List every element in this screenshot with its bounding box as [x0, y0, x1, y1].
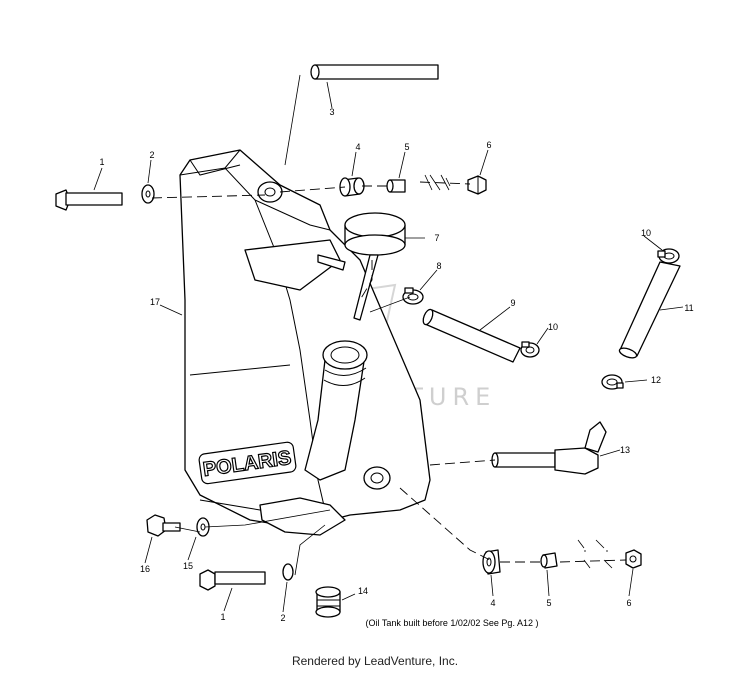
hose-3: [310, 64, 439, 80]
nut-6-bottom: [625, 549, 642, 569]
footnote: (Oil Tank built before 1/02/02 See Pg. A…: [366, 618, 539, 628]
fitting-13: [491, 421, 607, 475]
callout-4: 4: [355, 142, 360, 152]
rendered-by-credit: Rendered by LeadVenture, Inc.: [291, 654, 459, 668]
callout-2-bottom: 2: [280, 613, 285, 623]
washer-2-bottom: [282, 563, 294, 581]
callout-5: 5: [404, 142, 409, 152]
oil-tank: POLARIS: [179, 149, 431, 536]
clamp-8: [402, 287, 424, 305]
callout-1: 1: [99, 157, 104, 167]
clamp-10-right: [657, 248, 680, 264]
washer-15: [196, 517, 210, 537]
callout-10-right: 10: [641, 228, 651, 238]
callout-13: 13: [620, 445, 630, 455]
bolt-16: [146, 514, 181, 537]
callout-6: 6: [486, 140, 491, 150]
callout-15: 15: [183, 561, 193, 571]
assembly-lines: [151, 74, 627, 576]
callout-12: 12: [651, 375, 661, 385]
callout-7: 7: [434, 233, 439, 243]
washer-2-top: [141, 184, 155, 204]
callout-1-bottom: 1: [220, 612, 225, 622]
hose-9: [422, 308, 521, 363]
callout-numbers: 1 2 3 4 5 6 7 8 9 10 10 11 12 13 14 15 1…: [99, 107, 693, 623]
callout-8: 8: [436, 261, 441, 271]
hose-11: [618, 261, 681, 359]
clamp-12: [601, 374, 624, 390]
dipstick-cap: [317, 212, 406, 321]
callout-4-bottom: 4: [490, 598, 495, 608]
callout-leaders: [93, 81, 684, 613]
grommet-4-bottom: [482, 549, 501, 575]
callout-3: 3: [329, 107, 334, 117]
callout-14: 14: [358, 586, 368, 596]
bolt-1-top: [55, 189, 123, 211]
bushing-5-top: [386, 179, 406, 193]
callout-16: 16: [140, 564, 150, 574]
callout-11: 11: [684, 303, 693, 313]
grommet-14: [315, 586, 341, 618]
callout-10-mid: 10: [548, 322, 558, 332]
callout-9: 9: [510, 298, 515, 308]
callout-2: 2: [149, 150, 154, 160]
clamp-10-mid: [520, 341, 540, 358]
bolt-1-bottom: [199, 569, 266, 591]
nut-6-top: [467, 175, 487, 195]
bushing-5-bottom: [540, 552, 558, 569]
callout-6-bottom: 6: [626, 598, 631, 608]
callout-17: 17: [150, 297, 160, 307]
callout-5-bottom: 5: [546, 598, 551, 608]
